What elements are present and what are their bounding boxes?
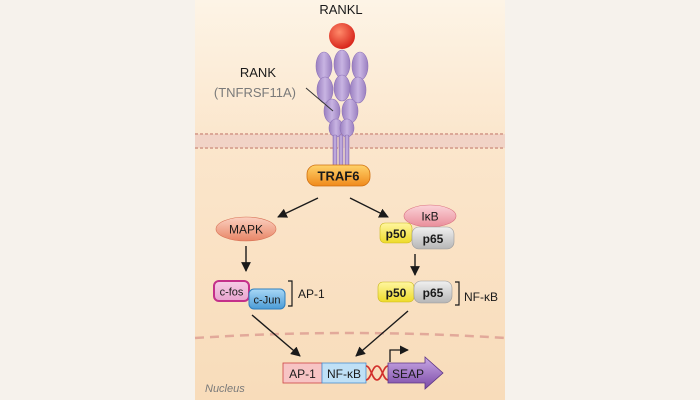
dna-helix <box>365 365 389 381</box>
ap1-complex-label: AP-1 <box>298 287 325 301</box>
arrow-nfkb-to-promoter <box>355 310 409 357</box>
arrow-ap1-to-promoter <box>251 314 301 357</box>
cfos-node <box>213 280 250 302</box>
cell-panel <box>195 0 505 400</box>
rankl-label: RANKL <box>319 2 362 17</box>
rank-gene-label: (TNFRSF11A) <box>214 85 296 100</box>
seap-label: SEAP <box>392 367 424 381</box>
seap-reporter-gene <box>387 356 444 390</box>
traf6-node <box>306 164 371 187</box>
nuclear-envelope <box>194 331 506 340</box>
cjun-label: c-Jun <box>254 295 281 307</box>
p65-node-active <box>413 280 453 304</box>
rankl-ligand <box>329 23 355 49</box>
cjun-node <box>248 288 286 310</box>
nfkb-complex-label: NF-κB <box>464 290 498 304</box>
nfkb-response-element <box>321 362 367 384</box>
ap1-response-label: AP-1 <box>289 367 316 381</box>
nfkb-bracket <box>455 281 460 306</box>
transcription-start-arrow <box>389 345 409 362</box>
rank-receptor <box>315 49 369 172</box>
mapk-node <box>215 216 277 242</box>
ikb-label: IκB <box>421 210 438 224</box>
arrow-traf6-to-nfkb <box>349 197 389 218</box>
traf6-label: TRAF6 <box>318 169 360 184</box>
p65-label-active: p65 <box>423 286 444 300</box>
nucleus-label: Nucleus <box>205 383 245 395</box>
p65-node-cytoplasm <box>411 226 455 250</box>
mapk-label: MAPK <box>229 223 263 237</box>
p65-label-cytoplasm: p65 <box>423 232 444 246</box>
rank-label: RANK <box>240 65 276 80</box>
p50-label-cytoplasm: p50 <box>386 227 407 241</box>
rank-pointer-line <box>305 87 334 112</box>
cfos-label: c-fos <box>220 287 244 299</box>
p50-label-active: p50 <box>386 286 407 300</box>
ap1-bracket <box>288 280 293 307</box>
arrow-traf6-to-mapk <box>277 197 319 218</box>
nfkb-response-label: NF-κB <box>327 367 361 381</box>
